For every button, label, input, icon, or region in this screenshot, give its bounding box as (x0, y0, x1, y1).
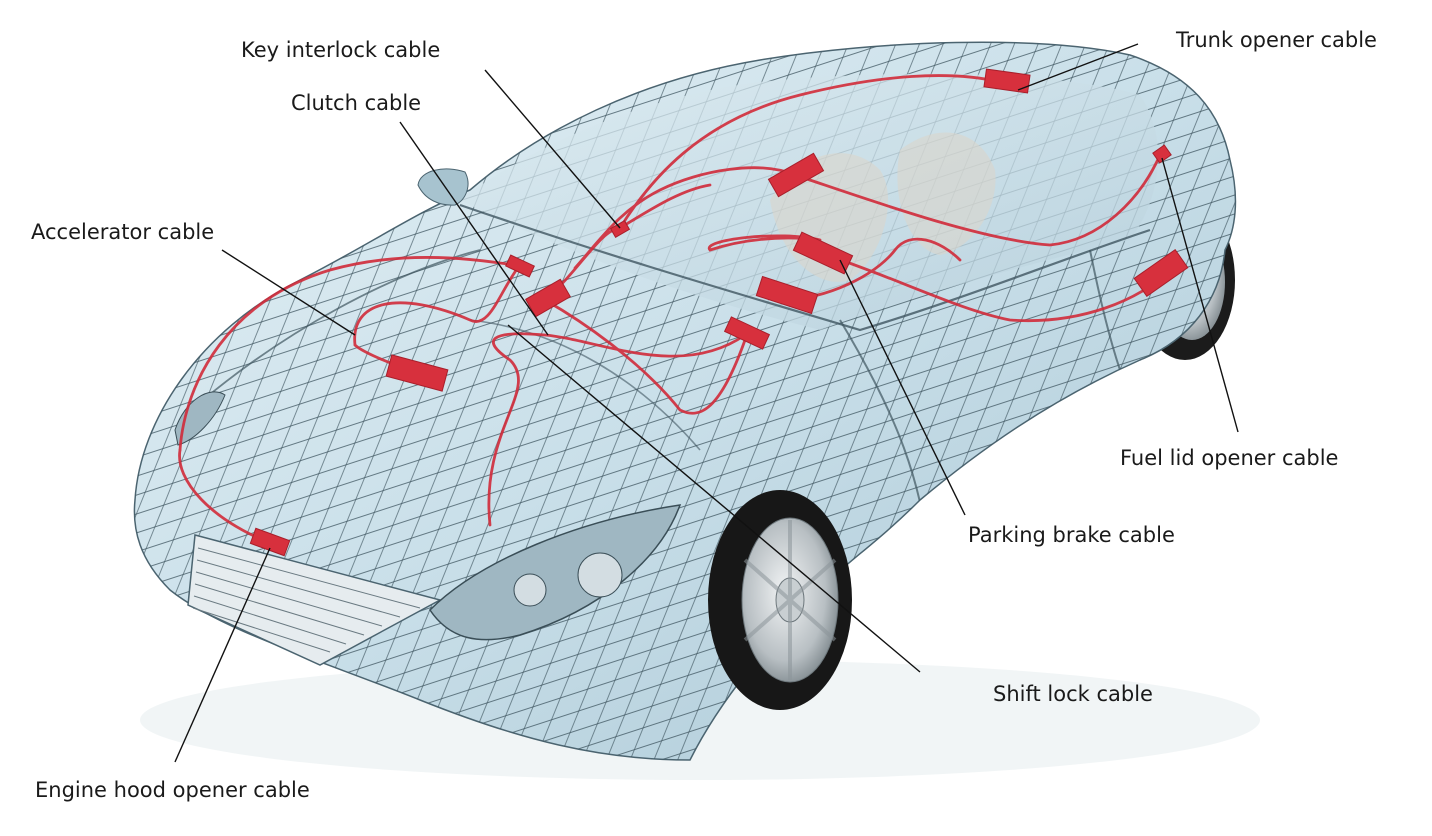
connector-mid-a (755, 275, 819, 315)
front-grille (187, 534, 443, 666)
leader-accelerator (221, 249, 356, 336)
label-key-interlock-cable: Key interlock cable (241, 38, 441, 62)
label-parking-brake-cable: Parking brake cable (968, 523, 1175, 547)
connector-rear-side (1133, 248, 1189, 298)
connector-mid-b (723, 316, 771, 350)
leader-trunk (1017, 43, 1139, 91)
connector-hood (249, 527, 291, 557)
label-engine-hood-opener-cable: Engine hood opener cable (35, 778, 310, 802)
connector-trunk (983, 68, 1031, 94)
label-accelerator-cable: Accelerator cable (31, 220, 215, 244)
leader-clutch (399, 121, 549, 336)
cable-connectors (249, 68, 1189, 557)
leader-lines (174, 43, 1239, 763)
leader-parking-brake (839, 259, 966, 516)
connector-parking-brake (792, 231, 854, 275)
label-trunk-opener-cable: Trunk opener cable (1176, 28, 1377, 52)
connector-small-a (505, 254, 535, 278)
connector-upper-cabin (767, 152, 825, 198)
label-fuel-lid-opener-cable: Fuel lid opener cable (1120, 446, 1339, 470)
connector-fuel-lid (1152, 144, 1172, 164)
label-clutch-cable: Clutch cable (291, 91, 422, 115)
front-wheel (708, 490, 852, 710)
label-shift-lock-cable: Shift lock cable (993, 682, 1153, 706)
leader-key-interlock (484, 69, 621, 229)
leader-engine-hood (174, 547, 271, 763)
leader-shift-lock (507, 324, 921, 673)
leader-fuel-lid (1161, 157, 1239, 433)
connector-clutch (524, 278, 572, 318)
connector-accelerator (385, 354, 449, 392)
